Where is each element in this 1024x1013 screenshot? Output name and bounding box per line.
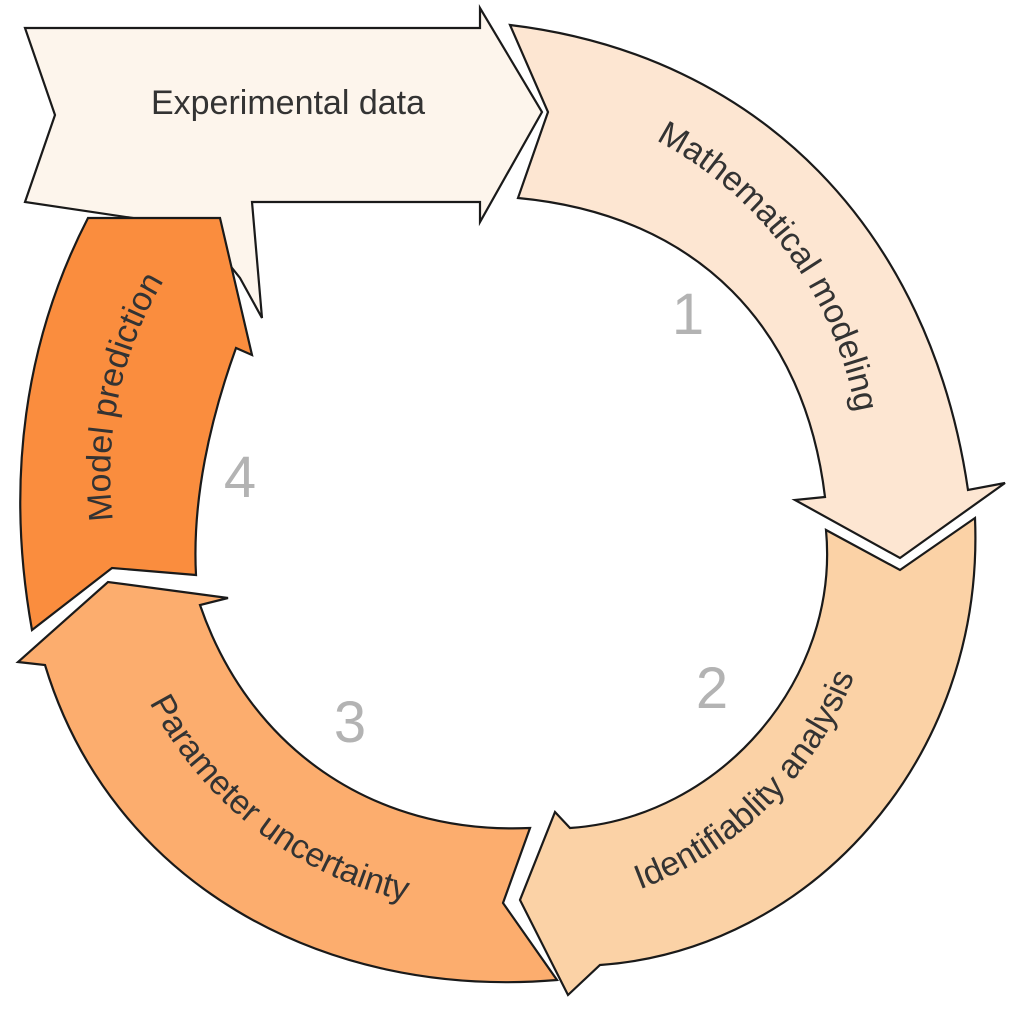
input-label: Experimental data [151, 84, 425, 122]
arrow-stage-4 [19, 216, 254, 632]
arrow-stage-3 [15, 580, 560, 984]
arrow-stage-2 [518, 515, 977, 997]
step-number-4: 4 [224, 445, 256, 510]
arrow-stage-1 [508, 23, 1006, 560]
step-number-2: 2 [696, 656, 728, 721]
step-number-1: 1 [672, 282, 704, 347]
step-number-3: 3 [334, 690, 366, 755]
arrow-input-experimental-data [23, 4, 544, 319]
